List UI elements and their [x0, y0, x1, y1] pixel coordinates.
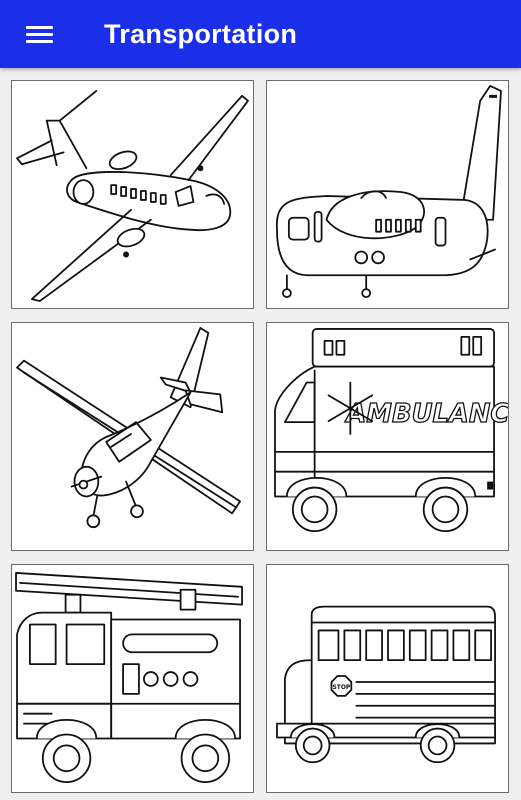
fire-truck-illustration: [15, 572, 243, 783]
app-bar: Transportation: [0, 0, 521, 68]
school-bus-illustration: STOP: [276, 605, 496, 764]
card-jet-airplane[interactable]: [11, 80, 254, 309]
ambulance-sign: AMBULANCE: [344, 399, 508, 429]
card-school-bus[interactable]: STOP: [266, 564, 509, 793]
page-title: Transportation: [104, 18, 298, 49]
bus-window-row: [317, 629, 492, 662]
hamburger-menu-icon: [26, 22, 53, 47]
propeller-airplane-illustration: [16, 327, 241, 529]
menu-button[interactable]: [0, 0, 80, 68]
jet-airplane-illustration: [16, 90, 249, 302]
card-fire-truck[interactable]: [11, 564, 254, 793]
cargo-window-row: [375, 218, 422, 233]
card-cargo-airplane[interactable]: [266, 80, 509, 309]
card-propeller-airplane[interactable]: [11, 322, 254, 551]
ambulance-illustration: AMBULANCE: [274, 328, 508, 533]
star-of-life-icon: [327, 381, 374, 435]
jet-window-row: [110, 184, 167, 205]
card-ambulance[interactable]: AMBULANCE: [266, 322, 509, 551]
coloring-page-grid: AMBULANCE: [0, 68, 521, 800]
stop-sign: STOP: [330, 675, 353, 697]
svg-text:STOP: STOP: [333, 684, 351, 691]
cargo-airplane-illustration: [276, 85, 502, 298]
